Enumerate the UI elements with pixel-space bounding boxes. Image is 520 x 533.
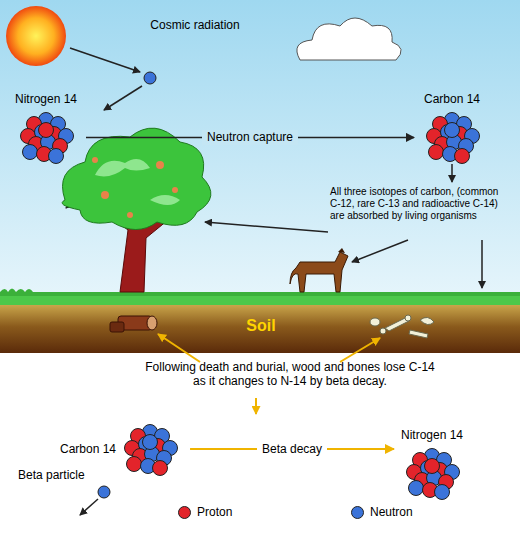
nucleus-node: Carbon 14 — [418, 92, 486, 168]
text-label: Soil — [226, 316, 296, 335]
neutron-ball — [445, 123, 460, 138]
nucleus-label: Carbon 14 — [60, 442, 116, 456]
neutron-ball — [435, 485, 450, 500]
proton-ball — [425, 459, 440, 474]
text-label: All three isotopes of carbon, (common C-… — [330, 186, 510, 222]
nucleus-label: Carbon 14 — [424, 92, 480, 106]
legend-swatch — [178, 506, 191, 519]
edge-label: Beta decay — [257, 442, 327, 456]
nucleus-label: Nitrogen 14 — [401, 428, 463, 442]
neutron-ball — [49, 149, 64, 164]
proton-ball — [455, 149, 470, 164]
text-label: Cosmic radiation — [150, 18, 240, 32]
nucleus-label: Nitrogen 14 — [15, 92, 77, 106]
proton-ball — [39, 123, 54, 138]
neutron-ball — [409, 481, 424, 496]
proton-ball — [153, 461, 168, 476]
legend-swatch — [351, 506, 364, 519]
nucleus-cluster — [402, 446, 462, 500]
proton-ball — [127, 457, 142, 472]
nucleus-cluster — [120, 422, 180, 476]
text-label: Following death and burial, wood and bon… — [140, 360, 440, 389]
nucleus-cluster — [422, 110, 482, 164]
nucleus-cluster — [16, 110, 76, 164]
text-label: Beta particle — [18, 468, 118, 482]
legend-item: Proton — [172, 505, 232, 519]
legend-item: Neutron — [345, 505, 413, 519]
proton-ball — [429, 145, 444, 160]
neutron-ball — [23, 145, 38, 160]
nucleus-node: Nitrogen 14 — [398, 428, 466, 504]
nucleus-node: Nitrogen 14 — [12, 92, 80, 168]
edge-label: Neutron capture — [202, 130, 298, 144]
neutron-ball — [143, 435, 158, 450]
legend-text: Neutron — [370, 505, 413, 519]
legend-text: Proton — [197, 505, 232, 519]
